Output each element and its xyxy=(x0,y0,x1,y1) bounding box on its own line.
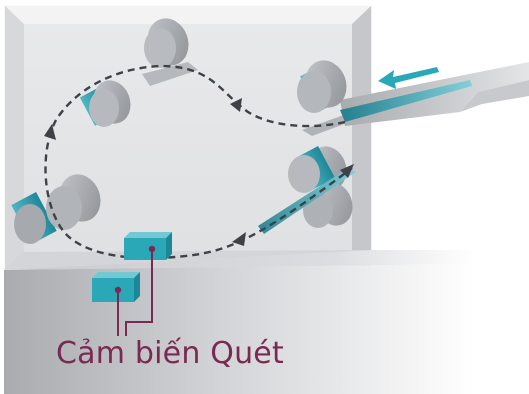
paper-path xyxy=(44,64,354,260)
triangle-arrow-icon xyxy=(340,164,354,178)
roller-left-upper xyxy=(79,80,131,127)
sensor-caption: Cảm biến Quét xyxy=(56,336,284,371)
roller-top xyxy=(142,18,198,86)
scanner-base xyxy=(4,250,474,394)
paper-sheet xyxy=(340,80,472,122)
triangle-arrow-icon xyxy=(232,232,246,246)
roller-feed xyxy=(297,60,366,136)
caption-leader-lines xyxy=(117,249,153,336)
scan-sensor-lower xyxy=(92,272,140,302)
triangle-arrow-icon xyxy=(230,98,242,112)
scan-sensor-upper xyxy=(124,232,172,260)
arrow-left-icon xyxy=(378,67,439,89)
roller-left-lower xyxy=(11,174,101,244)
triangle-arrow-icon xyxy=(44,124,56,140)
